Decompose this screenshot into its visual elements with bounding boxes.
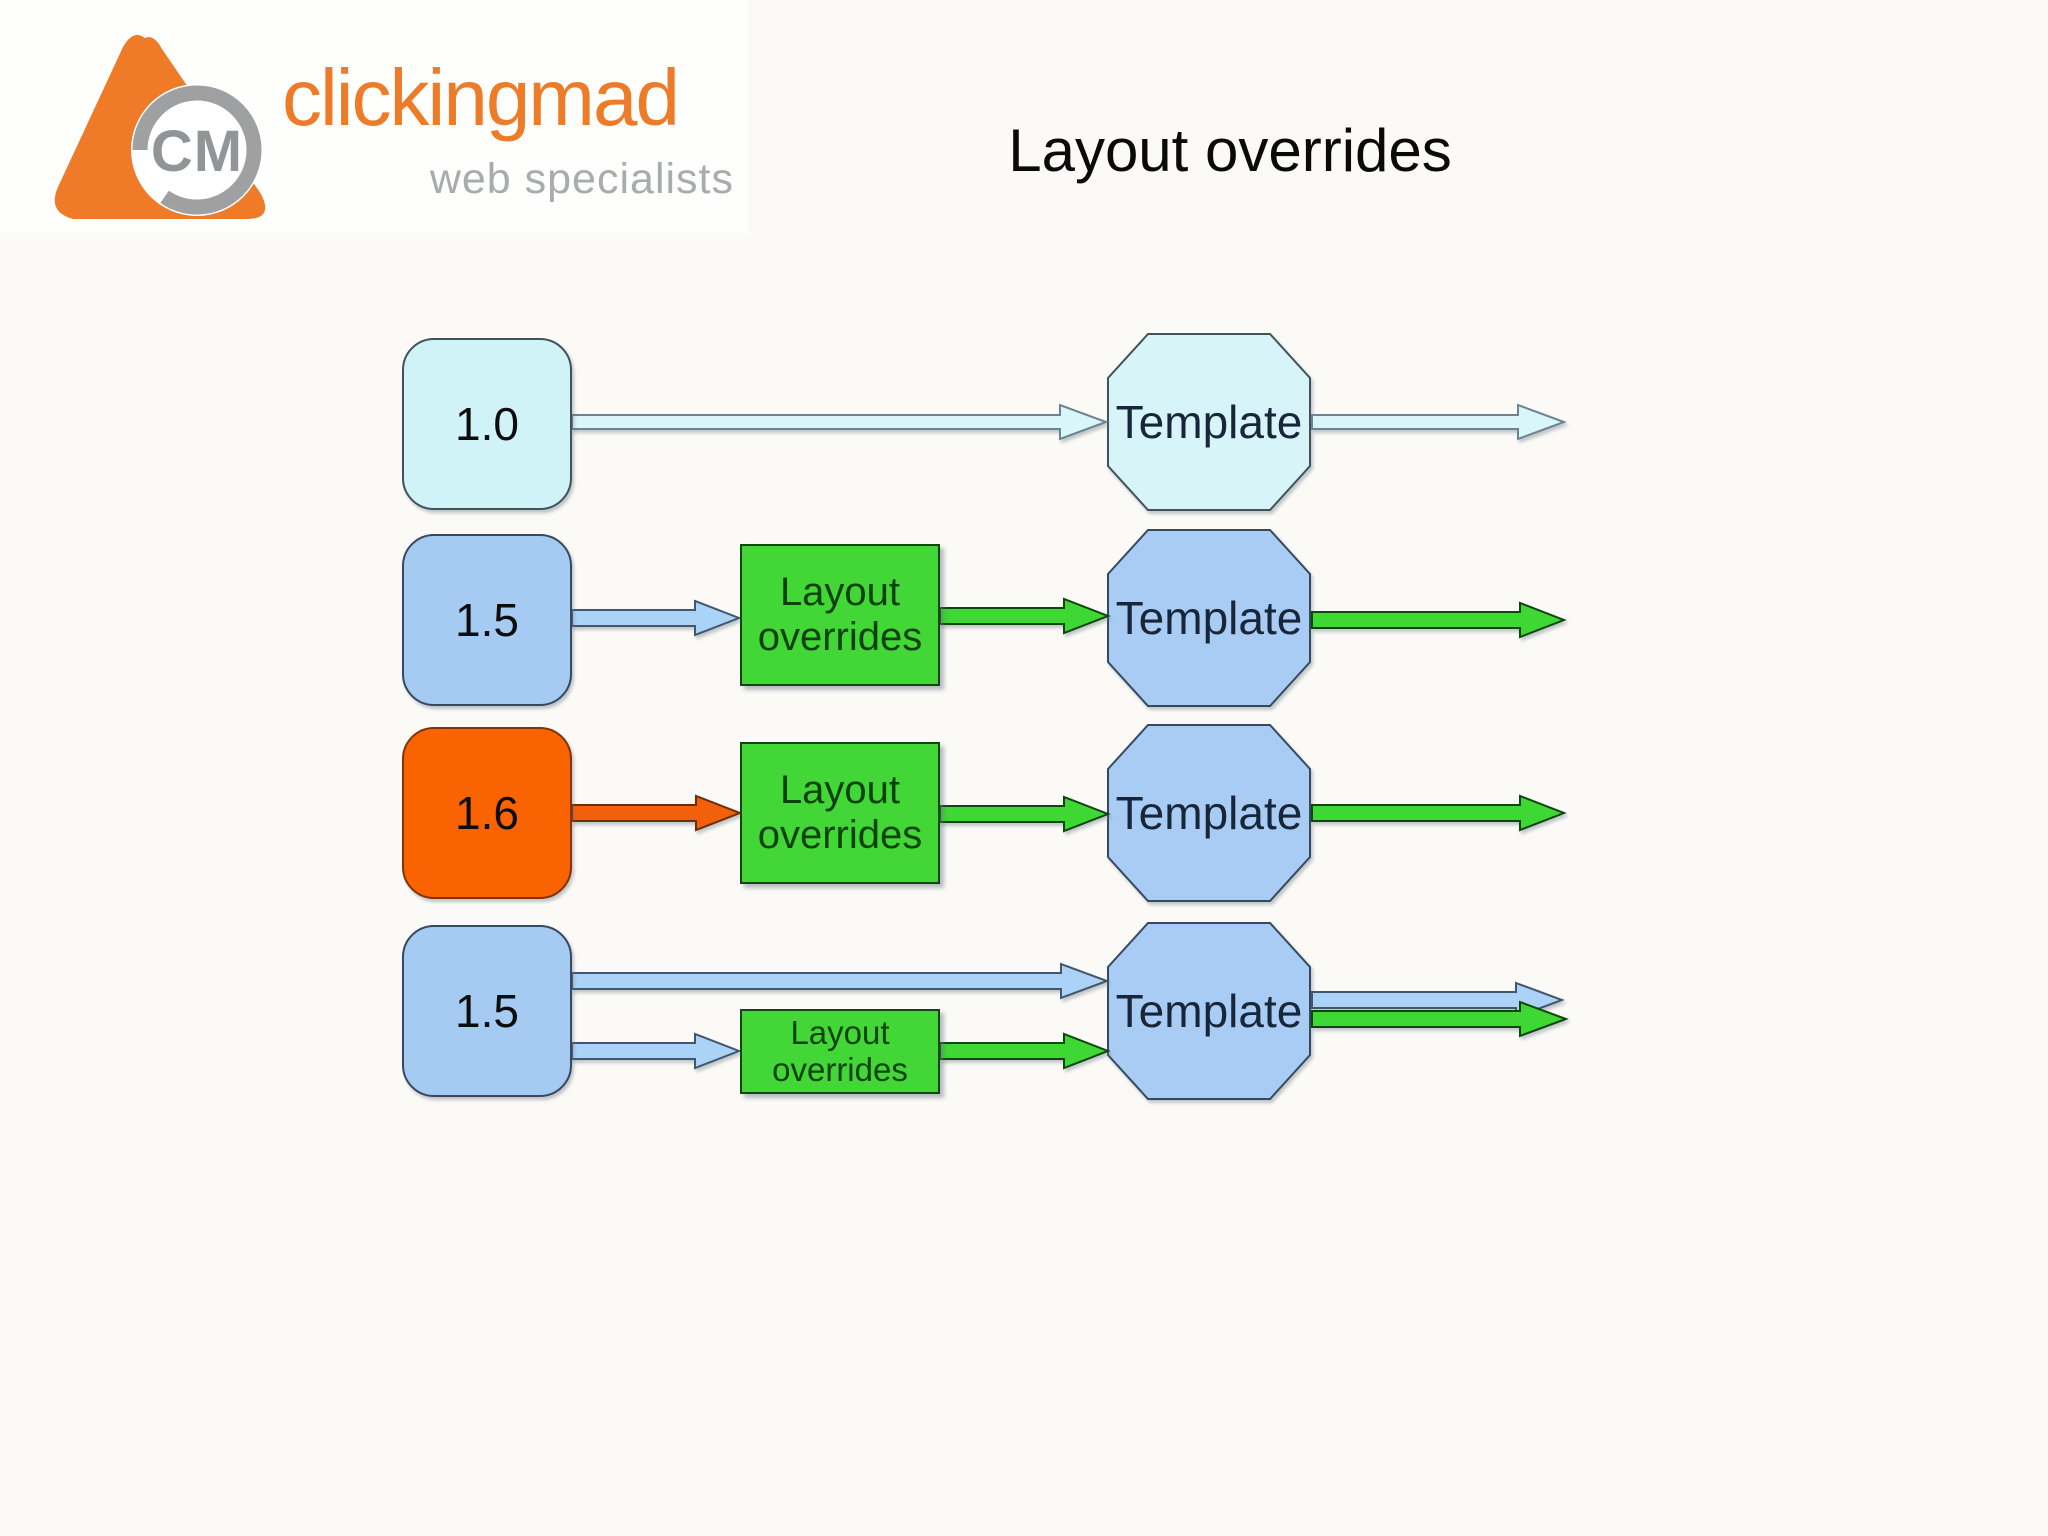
template-octagon-row3	[1107, 724, 1311, 902]
version-node-row4: 1.5	[402, 925, 572, 1097]
clickingmad-logo-icon: CM	[54, 35, 266, 219]
version-label: 1.5	[455, 985, 519, 1037]
arrow-row1-source-to-template	[571, 403, 1109, 441]
layout-overrides-box-row4: Layout overrides	[740, 1009, 940, 1094]
version-label: 1.6	[455, 787, 519, 839]
arrow-row4-source-to-template-direct	[571, 962, 1110, 1000]
logo-name: clickingmad	[282, 53, 680, 142]
template-label-row3: Template	[1115, 787, 1303, 839]
template-label-row4: Template	[1115, 985, 1303, 1037]
arrow-row4-source-to-overrides	[571, 1032, 742, 1070]
layout-overrides-box-row3: Layout overrides	[740, 742, 940, 884]
version-label: 1.0	[455, 398, 519, 450]
logo-crescent	[132, 85, 262, 215]
arrow-row2-overrides-to-template	[939, 597, 1111, 635]
arrow-row1-template-out	[1311, 403, 1567, 441]
arrow-row3-overrides-to-template	[939, 795, 1111, 833]
logo-disc	[131, 84, 263, 216]
template-label-row2: Template	[1115, 592, 1303, 644]
template-octagon-row2	[1107, 529, 1311, 707]
arrow-row3-source-to-overrides	[571, 794, 743, 832]
version-node-row2: 1.5	[402, 534, 572, 706]
logo-monogram: CM	[151, 119, 243, 184]
template-label-row1: Template	[1115, 396, 1303, 448]
version-node-row1: 1.0	[402, 338, 572, 510]
version-node-row3: 1.6	[402, 727, 572, 899]
logo-tagline: web specialists	[429, 155, 734, 203]
arrow-row3-template-out	[1311, 794, 1567, 832]
version-label: 1.5	[455, 594, 519, 646]
template-octagon-row4	[1107, 922, 1311, 1100]
logo: CM clickingmad web specialists	[0, 0, 748, 233]
arrow-row4-overrides-to-template	[939, 1032, 1111, 1070]
arrow-row4-template-out-green	[1311, 1000, 1569, 1038]
arrow-row2-source-to-overrides	[571, 599, 742, 637]
template-octagon-row1	[1107, 333, 1311, 511]
arrow-row2-template-out	[1311, 601, 1567, 639]
layout-overrides-box-row2: Layout overrides	[740, 544, 940, 686]
page-title: Layout overrides	[1008, 117, 1452, 184]
